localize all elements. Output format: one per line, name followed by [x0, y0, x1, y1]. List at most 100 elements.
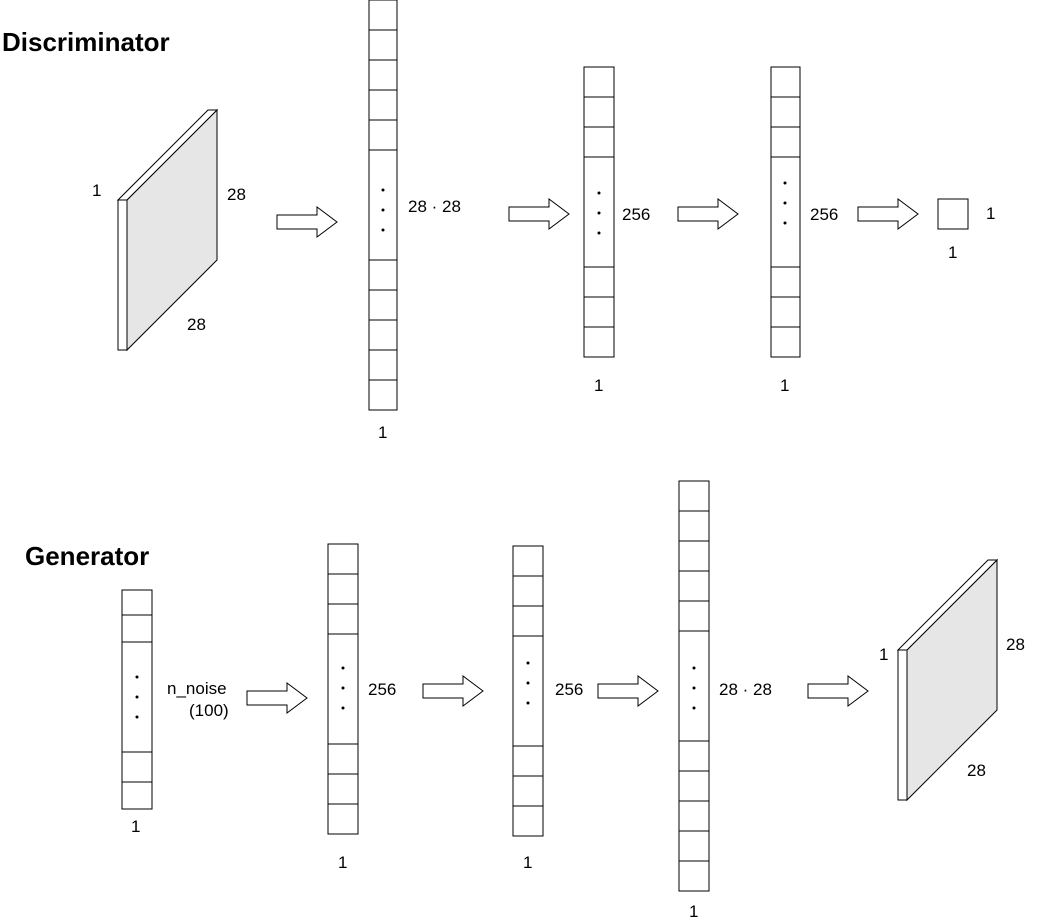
column-ellipsis-cell — [512, 635, 544, 747]
discriminator-input-width-label: 28 — [187, 315, 206, 334]
ellipsis-dot — [692, 686, 696, 690]
discriminator-arrow-1 — [276, 206, 338, 238]
ellipsis-dot — [526, 681, 530, 685]
column-cell — [770, 326, 801, 358]
discriminator-layer-3-column — [770, 66, 801, 358]
discriminator-arrow-2 — [508, 198, 570, 230]
column-cell — [583, 266, 615, 298]
ellipsis-dot — [341, 666, 345, 670]
column-cell — [583, 326, 615, 358]
discriminator-arrow-4 — [857, 198, 919, 230]
discriminator-arrow-3 — [677, 198, 739, 230]
discriminator-input-depth-label: 1 — [92, 181, 101, 200]
generator-layer-3-width-label: 1 — [689, 902, 698, 921]
column-cell — [368, 379, 398, 411]
generator-noise-size-label: n_noise — [167, 679, 227, 698]
generator-output-depth-label: 1 — [879, 645, 888, 664]
column-cell — [327, 573, 359, 605]
column-cell — [770, 96, 801, 128]
ellipsis-dot — [783, 201, 787, 205]
column-cell — [678, 540, 710, 572]
column-cell — [512, 545, 544, 577]
column-cell — [678, 600, 710, 632]
generator-layer-2-size-label: 256 — [555, 680, 583, 699]
column-cell — [368, 0, 398, 31]
ellipsis-dot — [381, 208, 385, 212]
generator-arrow-2 — [422, 675, 484, 707]
column-cell — [678, 570, 710, 602]
discriminator-input-image — [116, 108, 219, 352]
column-cell — [770, 66, 801, 98]
ellipsis-dot — [597, 191, 601, 195]
image-side-edge — [897, 649, 908, 801]
column-cell — [583, 126, 615, 158]
column-cell — [678, 740, 710, 772]
column-cell — [368, 59, 398, 91]
generator-layer-2-column — [512, 545, 544, 837]
ellipsis-dot — [526, 661, 530, 665]
column-ellipsis-cell — [678, 630, 710, 742]
generator-layer-3-column — [678, 480, 710, 892]
discriminator-output-unit — [937, 198, 969, 230]
column-cell — [678, 830, 710, 862]
discriminator-layer-1-width-label: 1 — [378, 423, 387, 442]
column-ellipsis-cell — [368, 149, 398, 261]
column-cell — [770, 126, 801, 158]
ellipsis-dot — [783, 181, 787, 185]
generator-layer-1-column — [327, 543, 359, 835]
discriminator-layer-1-size-label: 28 · 28 — [408, 197, 461, 216]
column-cell — [368, 29, 398, 61]
ellipsis-dot — [692, 666, 696, 670]
generator-layer-2-width-label: 1 — [523, 853, 532, 872]
discriminator-layer-2-width-label: 1 — [594, 376, 603, 395]
generator-arrow-3 — [597, 675, 659, 707]
column-cell — [512, 745, 544, 777]
column-cell — [121, 589, 153, 616]
ellipsis-dot — [341, 706, 345, 710]
column-ellipsis-cell — [327, 633, 359, 745]
column-ellipsis-cell — [770, 156, 801, 268]
generator-noise-width-label: 1 — [131, 817, 140, 836]
generator-output-height-label: 28 — [1006, 635, 1025, 654]
generator-layer-3-size-label: 28 · 28 — [719, 680, 772, 699]
discriminator-layer-1-column — [368, 0, 398, 411]
ellipsis-dot — [135, 675, 139, 679]
generator-noise-column — [121, 589, 153, 810]
generator-layer-1-size-label: 256 — [368, 680, 396, 699]
ellipsis-dot — [526, 701, 530, 705]
generator-output-image — [896, 558, 999, 802]
discriminator-layer-3-width-label: 1 — [780, 376, 789, 395]
column-cell — [770, 296, 801, 328]
discriminator-output-width-label: 1 — [948, 243, 957, 262]
generator-output-width-label: 28 — [967, 761, 986, 780]
column-cell — [678, 510, 710, 542]
discriminator-layer-2-column — [583, 66, 615, 358]
column-cell — [512, 805, 544, 837]
column-cell — [583, 296, 615, 328]
column-cell — [368, 319, 398, 351]
column-cell — [368, 289, 398, 321]
ellipsis-dot — [135, 695, 139, 699]
discriminator-layer-3-size-label: 256 — [810, 205, 838, 224]
column-cell — [327, 803, 359, 835]
column-cell — [678, 800, 710, 832]
column-cell — [512, 775, 544, 807]
column-cell — [583, 66, 615, 98]
column-cell — [121, 614, 153, 643]
ellipsis-dot — [381, 188, 385, 192]
ellipsis-dot — [135, 715, 139, 719]
discriminator-output-size-label: 1 — [986, 204, 995, 223]
ellipsis-dot — [597, 231, 601, 235]
column-cell — [368, 89, 398, 121]
generator-arrow-4 — [807, 675, 869, 707]
column-cell — [368, 119, 398, 151]
ellipsis-dot — [381, 228, 385, 232]
column-cell — [583, 96, 615, 128]
column-cell — [327, 543, 359, 575]
image-side-edge — [117, 199, 128, 351]
column-cell — [368, 259, 398, 291]
ellipsis-dot — [783, 221, 787, 225]
column-cell — [770, 266, 801, 298]
column-cell — [678, 770, 710, 802]
